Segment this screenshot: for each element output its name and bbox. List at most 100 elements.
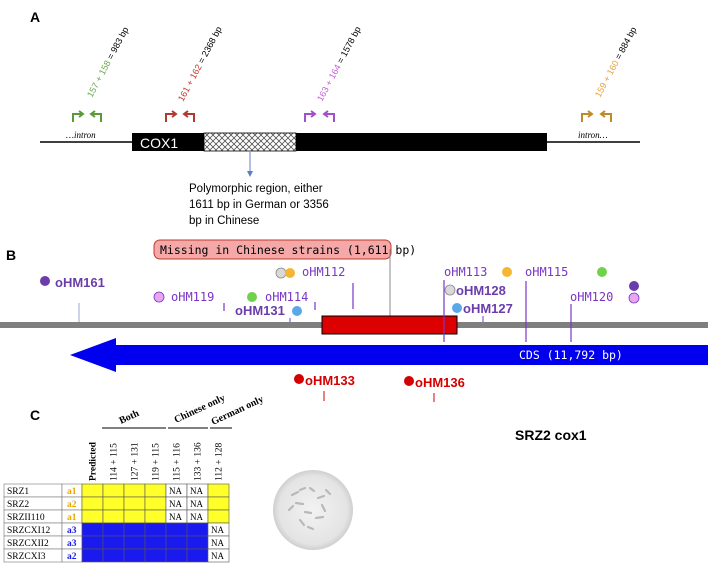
table-cell [123,535,146,550]
strain-name: SRZ2 [7,500,29,510]
group-header-both: Both [102,408,166,429]
cell-text: NA [190,486,203,496]
cox1-exon-right [296,133,547,151]
table-row: SRZCXI3 a2 NA [3,548,230,563]
strain-name: SRZCXI12 [7,526,51,536]
table-cell [123,522,146,537]
polymorphic-note: Polymorphic region, either 1611 bp in Ge… [189,183,332,227]
strain-name: SRZII110 [7,513,45,523]
table-cell [144,496,167,511]
column-header: 127 + 131 [131,442,141,481]
table-cell [81,522,104,537]
table-cell [123,483,146,498]
polymorphic-region [203,132,297,152]
primer-oHM114: oHM114 [265,290,308,304]
intron-right-label: intron… [578,130,608,140]
marker-dot [628,292,640,304]
table-cell [144,548,167,563]
primer-pair-label-157-158: 157 + 158 = 983 bp [85,25,131,99]
cell-text: NA [190,499,203,509]
strain-name: SRZCXI3 [7,552,46,562]
cell-text: NA [169,499,182,509]
missing-label-box [153,239,392,260]
marker-dot [502,267,512,277]
marker-dot [247,292,257,302]
marker-dot [597,267,607,277]
cell-text: NA [169,486,182,496]
primer-oHM113: oHM113 [444,265,487,279]
cell-text: NA [169,512,182,522]
column-header: Predicted [89,441,99,481]
table-row: SRZII110 a1 NA NA [3,509,230,524]
panel-c-title: SRZ2 cox1 [515,427,587,443]
missing-region [321,315,458,335]
marker-dot [275,267,287,279]
column-header: 112 + 128 [215,442,225,481]
allele-label: a3 [67,539,77,549]
primer-oHM136: oHM136 [415,375,465,390]
column-headers: Predicted 114 + 115 127 + 131 119 + 115 115 … [89,441,225,481]
table-cell [207,509,230,524]
allele-label: a1 [67,513,77,523]
allele-label: a1 [67,487,77,497]
table-cell [123,509,146,524]
marker-dot [404,376,414,386]
primer-oHM115: oHM115 [525,265,568,279]
primer-oHM112: oHM112 [302,265,345,279]
table-row: SRZCXI12 a3 NA [3,522,230,537]
primer-oHM131: oHM131 [235,303,285,318]
intron-left-label: …intron [66,130,96,140]
svg-text:Both: Both [118,408,142,427]
table-cell [207,548,230,563]
cell-text: NA [211,525,224,535]
table-cell [81,483,104,498]
colony-image [273,470,353,550]
table-cell [102,509,125,524]
panel-a-label: A [30,9,40,25]
svg-text:161 + 162 = 2368 bp: 161 + 162 = 2368 bp [176,25,224,103]
svg-text:157 + 158 = 983 bp: 157 + 158 = 983 bp [85,25,131,99]
cell-text: NA [211,551,224,561]
marker-dot [285,268,295,278]
cds-label: CDS (11,792 bp) [519,348,623,362]
cox1-exon-left [132,133,204,151]
table-cell [165,548,188,563]
primer-oHM119: oHM119 [171,290,214,304]
svg-text:159 + 160 = 884 bp: 159 + 160 = 884 bp [593,25,639,99]
primer-oHM128: oHM128 [456,283,506,298]
panel-c-label: C [30,407,40,423]
table-cell [144,535,167,550]
allele-label: a3 [67,526,77,536]
marker-dot [444,284,456,296]
column-header: 115 + 116 [173,443,183,481]
cell-text: NA [190,512,203,522]
cell-text: NA [211,538,224,548]
table-cell [81,509,104,524]
marker-dot [153,291,165,303]
table-cell [123,548,146,563]
table-cell [207,483,230,498]
table-cell [81,535,104,550]
primer-pair-label-163-164: 163 + 164 = 1578 bp [315,25,363,103]
table-cell [165,522,188,537]
marker-dot [40,276,50,286]
primer-oHM133: oHM133 [305,373,355,388]
table-cell [186,548,209,563]
allele-label: a2 [67,552,77,562]
primer-pair-label-161-162: 161 + 162 = 2368 bp [176,25,224,103]
table-cell [186,535,209,550]
primer-oHM120: oHM120 [570,290,613,304]
table-cell [207,496,230,511]
primer-pair-label-159-160: 159 + 160 = 884 bp [593,25,639,99]
column-header: 114 + 115 [110,443,120,481]
column-header: 133 + 136 [194,442,204,481]
svg-text:163 + 164 = 1578 bp: 163 + 164 = 1578 bp [315,25,363,103]
column-header: 119 + 115 [152,443,162,481]
table-cell [165,535,188,550]
table-cell [144,522,167,537]
